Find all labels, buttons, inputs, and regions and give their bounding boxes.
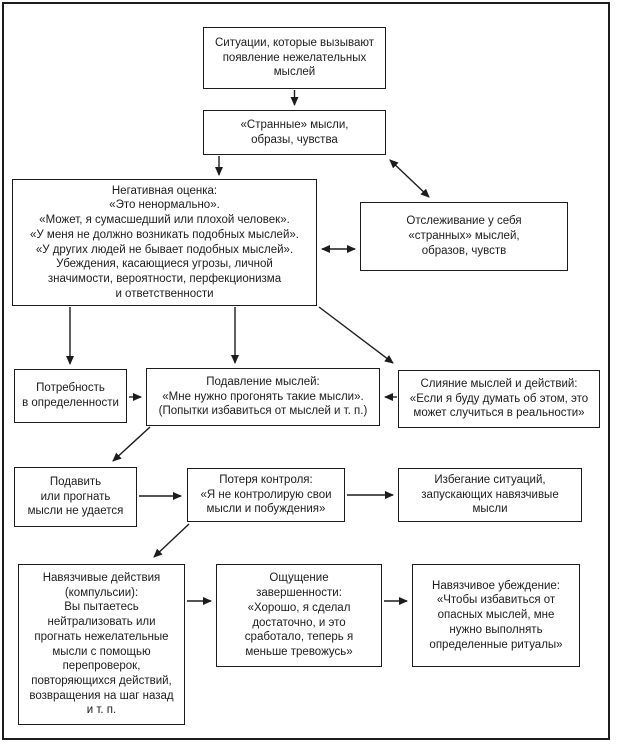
box-obsessive-belief: Навязчивое убеждение: «Чтобы избавиться … — [412, 564, 580, 667]
box-need-for-certainty: Потребность в определенности — [14, 369, 127, 423]
box-thought-action-fusion: Слияние мыслей и действий: «Если я буду … — [398, 370, 600, 428]
box-loss-of-control: Потеря контроля: «Я не контролирую свои … — [187, 468, 345, 522]
box-situation-avoidance: Избегание ситуаций, запускающих навязчив… — [398, 468, 582, 522]
box-sense-of-completeness: Ощущение завершенности: «Хорошо, я сдела… — [216, 564, 382, 667]
box-suppression-fails: Подавить или прогнать мысли не удается — [14, 467, 137, 527]
box-negative-evaluation: Негативная оценка: «Это ненормально». «М… — [12, 179, 317, 306]
box-self-monitoring: Отслеживание у себя «странных» мыслей, о… — [360, 202, 568, 271]
box-compulsions: Навязчивые действия (компульсии): Вы пыт… — [18, 564, 185, 725]
box-thought-suppression: Подавление мыслей: «Мне нужно прогонять … — [146, 368, 380, 426]
box-situations: Ситуации, которые вызывают появление неж… — [203, 27, 386, 89]
box-strange-thoughts: «Странные» мысли, образы, чувства — [203, 110, 386, 155]
